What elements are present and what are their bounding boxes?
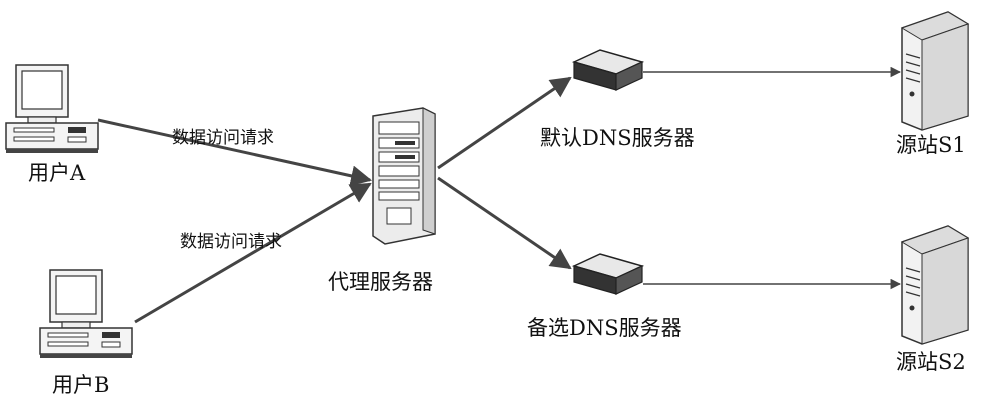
label-user-a: 用户A — [28, 161, 86, 185]
label-origin-s1: 源站S1 — [896, 133, 966, 157]
label-edge-user-b-request: 数据访问请求 — [180, 232, 282, 252]
label-dns-backup: 备选DNS服务器 — [527, 316, 682, 340]
label-proxy-server: 代理服务器 — [328, 270, 433, 294]
server-tower-icon-origin-s2 — [900, 225, 970, 345]
label-edge-user-a-request: 数据访问请求 — [172, 128, 274, 148]
computer-icon-user-a — [5, 64, 99, 153]
edge-user-b-to-proxy — [134, 182, 372, 324]
label-origin-s2: 源站S2 — [896, 350, 966, 374]
computer-icon-user-b — [39, 269, 133, 358]
edge-proxy-to-dns-default — [437, 76, 572, 170]
label-dns-default: 默认DNS服务器 — [540, 126, 695, 150]
server-tower-icon-origin-s1 — [900, 11, 970, 131]
edge-proxy-to-dns-backup — [437, 176, 572, 270]
edge-user-a-to-proxy — [97, 118, 373, 187]
dns-server-icon-default — [571, 49, 645, 91]
connectors — [97, 76, 572, 324]
server-tower-icon-proxy — [372, 107, 436, 245]
dns-server-icon-backup — [571, 253, 645, 295]
label-user-b: 用户B — [52, 373, 110, 397]
